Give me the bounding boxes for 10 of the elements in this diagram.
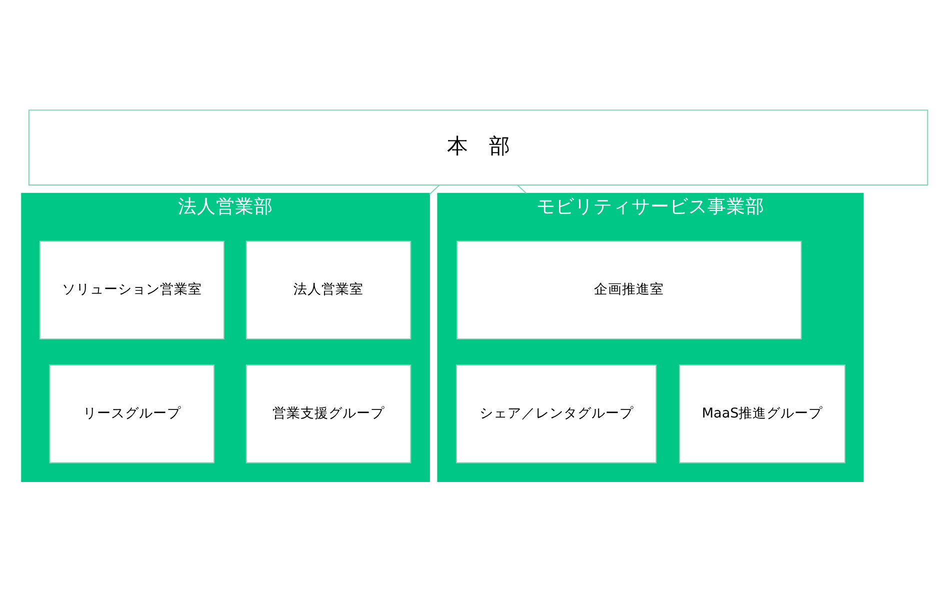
connector bbox=[428, 184, 440, 195]
node-box: 営業支援グループ bbox=[245, 364, 411, 464]
node-box: ソリューション営業室 bbox=[38, 240, 224, 340]
connector bbox=[516, 184, 526, 194]
node-box: MaaS推進グループ bbox=[678, 364, 845, 464]
node-box: リースグループ bbox=[48, 364, 214, 464]
node-box: 企画推進室 bbox=[456, 240, 802, 340]
node-box: 法人営業室 bbox=[245, 240, 411, 340]
node-box: 本 部 bbox=[28, 110, 928, 186]
node-box: シェア／レンタグループ bbox=[455, 364, 656, 464]
